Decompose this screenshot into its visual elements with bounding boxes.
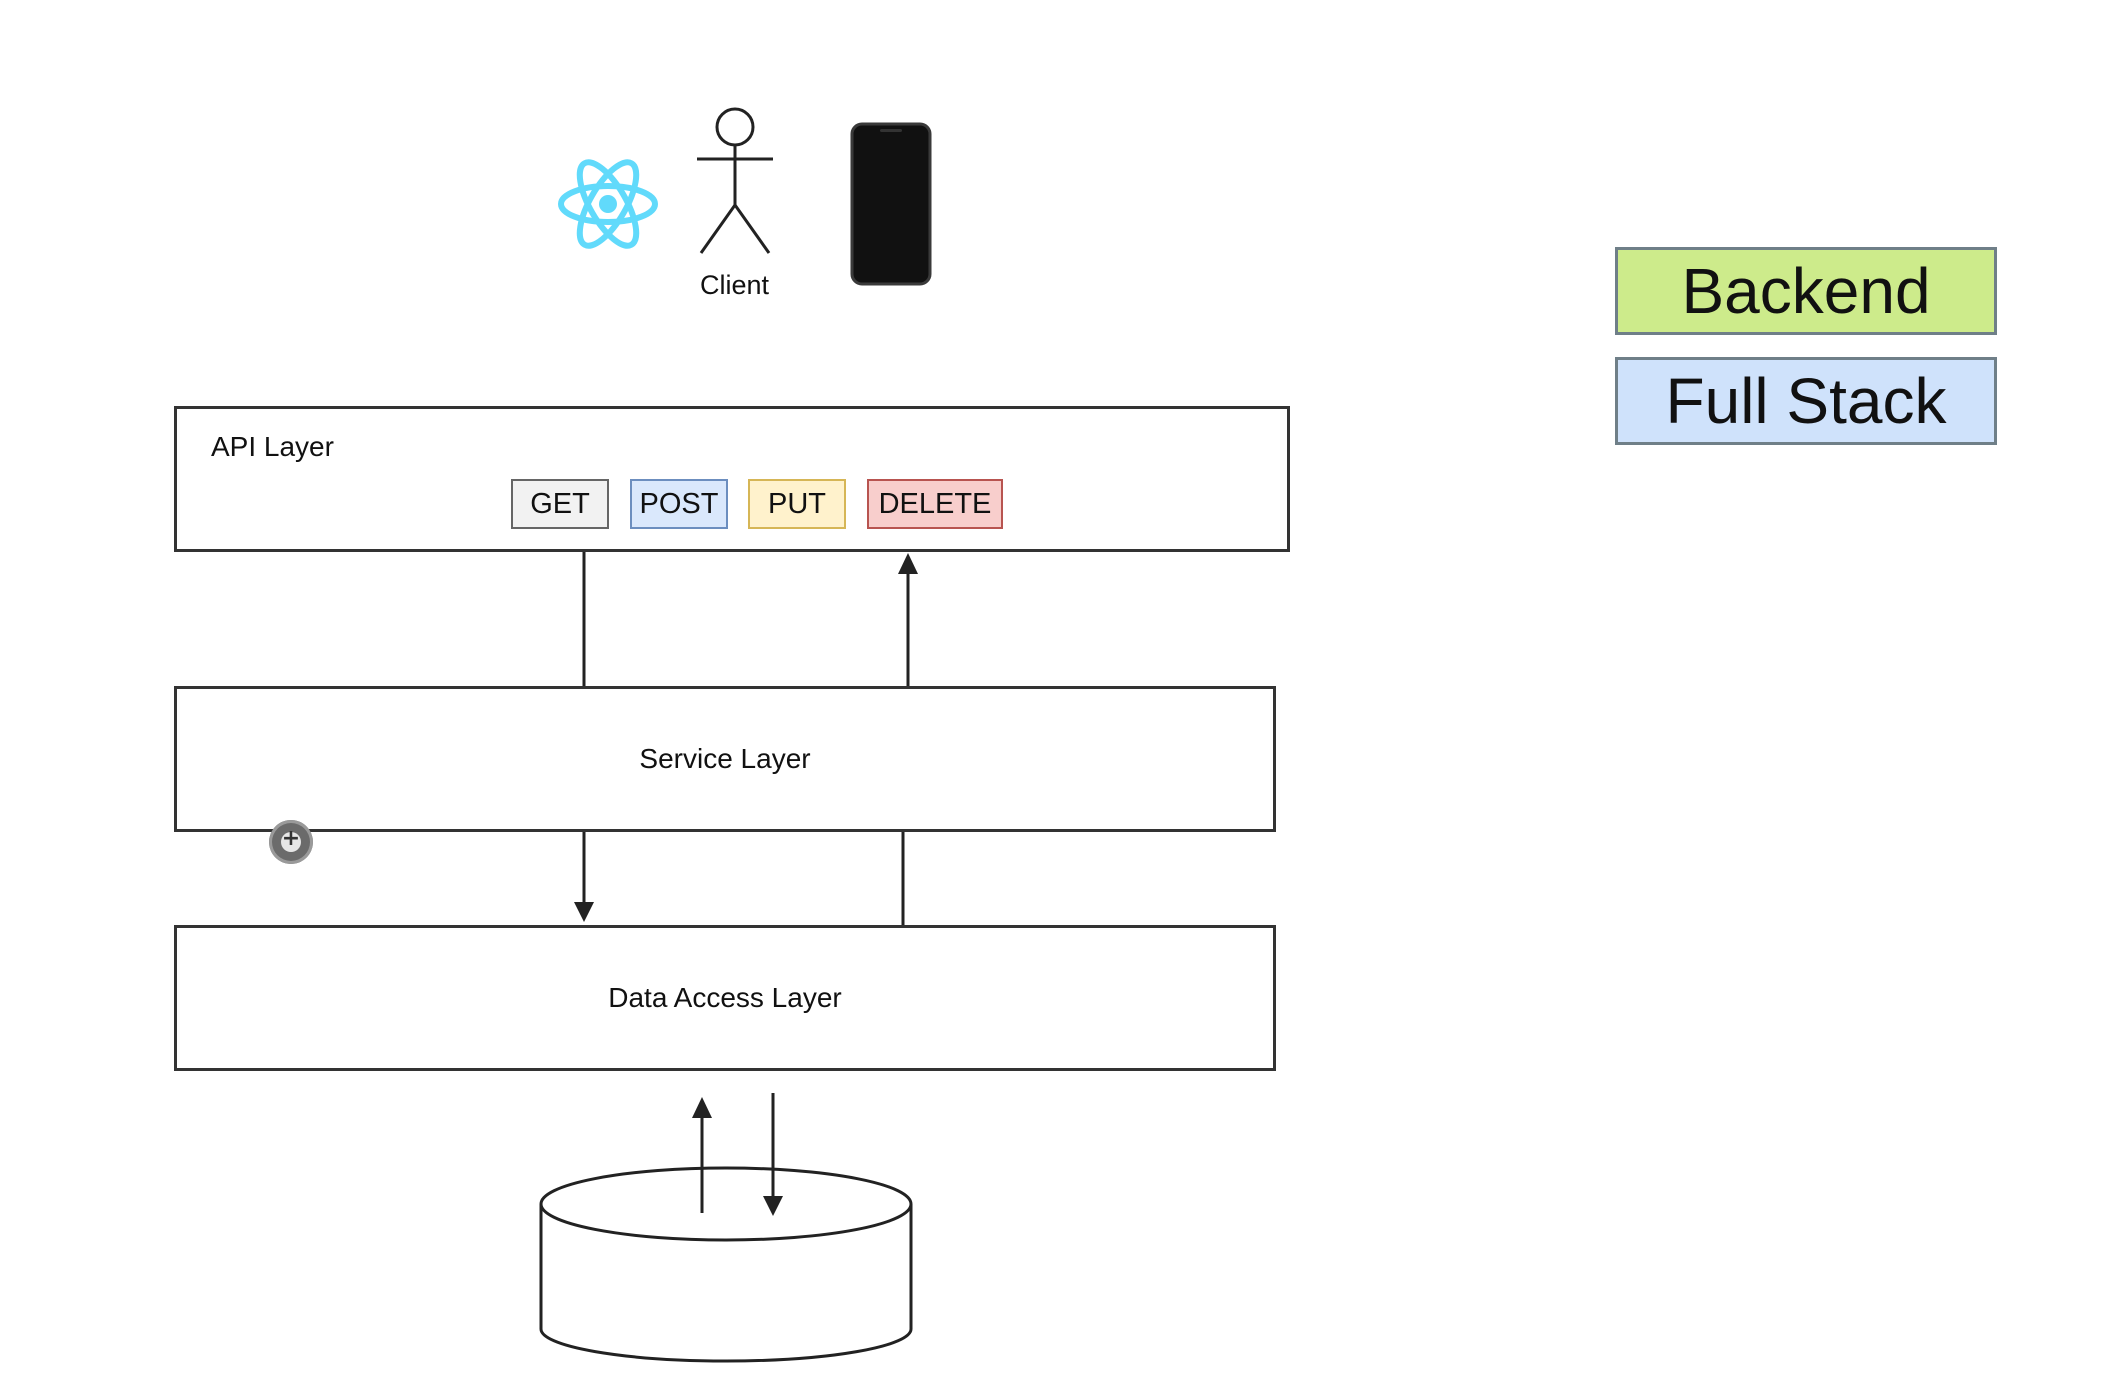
arrowhead-down-dal: [574, 902, 594, 922]
person-icon: [697, 107, 773, 254]
legend-full-stack: Full Stack: [1615, 357, 1997, 445]
legend-full-stack-label: Full Stack: [1665, 365, 1947, 437]
legend-backend-label: Backend: [1681, 255, 1931, 327]
arrowhead-up-dal: [692, 1097, 712, 1118]
data-access-layer-box: Data Access Layer: [174, 925, 1276, 1071]
service-layer-label: Service Layer: [639, 743, 811, 774]
method-post-badge: POST: [630, 479, 728, 529]
legend-backend: Backend: [1615, 247, 1997, 335]
api-layer-label: API Layer: [211, 431, 334, 462]
service-layer-box: Service Layer: [174, 686, 1276, 832]
react-logo-icon: [558, 159, 658, 249]
method-delete-badge: DELETE: [867, 479, 1003, 529]
phone-icon: [850, 122, 932, 286]
arrowhead-up-api: [898, 553, 918, 574]
database-cylinder-icon: [539, 1166, 913, 1363]
method-put-badge: PUT: [748, 479, 846, 529]
move-cursor-icon: [269, 820, 313, 864]
client-label: Client: [700, 270, 770, 300]
api-layer-box: API Layer GET POST PUT DELETE: [174, 406, 1290, 552]
method-get-badge: GET: [511, 479, 609, 529]
data-access-layer-label: Data Access Layer: [608, 982, 842, 1013]
